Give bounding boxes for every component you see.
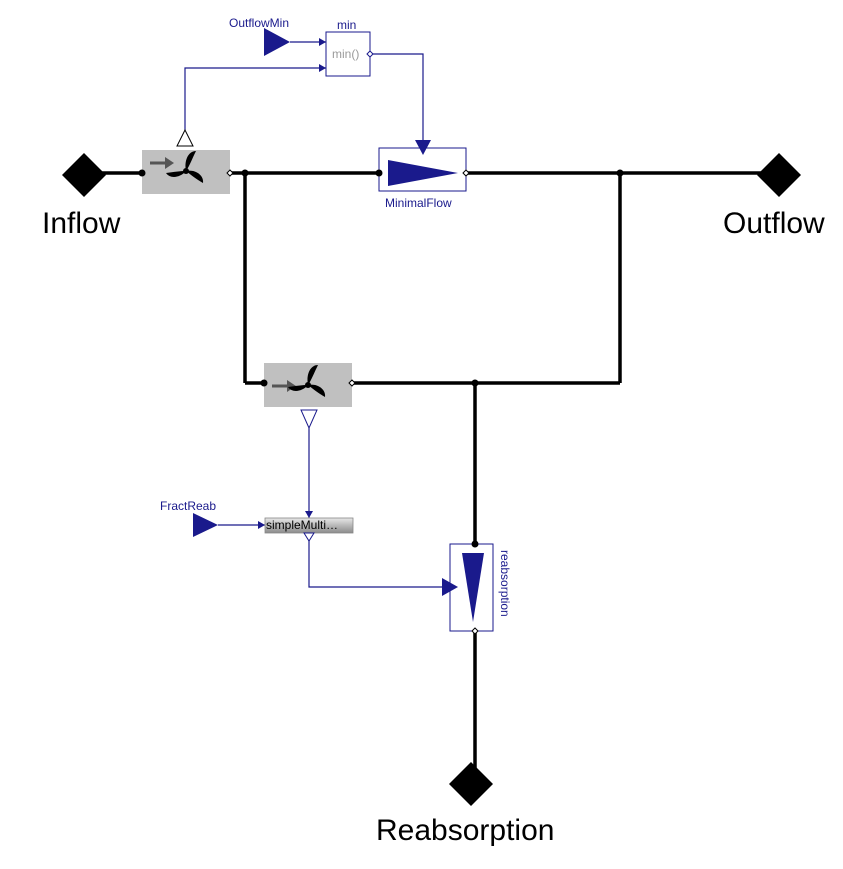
port-connector-icon xyxy=(462,169,470,177)
reabsorption-port-label: Reabsorption xyxy=(376,814,555,847)
min-block[interactable] xyxy=(325,31,374,77)
fractreab-input[interactable] xyxy=(193,513,218,537)
junction-dot xyxy=(138,169,146,177)
flow-triangle-icon xyxy=(462,553,484,622)
signal-arrows xyxy=(258,38,326,529)
min-func-label: min() xyxy=(332,47,360,61)
signal-multiply-to-reabsorption xyxy=(308,535,442,588)
junction-dot xyxy=(241,169,249,177)
arrow-head-icon xyxy=(319,64,326,72)
diamond-port-icon xyxy=(449,762,493,806)
outflowmin-label: OutflowMin xyxy=(229,16,290,30)
flow-wires xyxy=(100,171,772,770)
input-triangle-icon xyxy=(264,28,290,56)
input-triangle-icon xyxy=(415,140,431,155)
output-triangle-icon xyxy=(303,532,315,542)
port-connector-icon xyxy=(471,627,479,635)
pump-block-top[interactable] xyxy=(138,128,234,194)
diamond-port-icon xyxy=(757,153,801,197)
diamond-port-icon xyxy=(62,153,106,197)
min-title-label: min xyxy=(337,18,357,32)
reabsorption-block[interactable] xyxy=(442,540,494,635)
port-connector-icon xyxy=(226,169,234,177)
input-triangle-icon xyxy=(193,513,218,537)
outflowmin-input[interactable] xyxy=(264,28,290,56)
arrow-head-icon xyxy=(258,521,265,529)
arrow-head-icon xyxy=(305,511,313,518)
signal-wires xyxy=(184,41,442,588)
arrow-head-icon xyxy=(319,38,326,46)
reabsorption-block-label: reabsorption xyxy=(498,550,512,617)
outflow-label: Outflow xyxy=(723,207,825,240)
fractreab-label: FractReab xyxy=(160,499,217,513)
input-triangle-icon xyxy=(442,578,458,596)
output-triangle-icon xyxy=(176,128,194,147)
junction-dot xyxy=(375,169,383,177)
output-triangle-icon xyxy=(300,409,318,430)
reabsorption-port[interactable] xyxy=(449,762,493,806)
port-connector-icon xyxy=(366,50,374,58)
flow-triangle-icon xyxy=(388,160,458,186)
junction-dot xyxy=(471,540,479,548)
simple-multiply-block[interactable] xyxy=(264,517,354,542)
pump-icon xyxy=(150,151,204,183)
port-connector-icon xyxy=(348,379,356,387)
junction-dot xyxy=(616,169,624,177)
signal-pump1-to-min xyxy=(184,67,326,130)
minimalflow-label: MinimalFlow xyxy=(385,196,452,210)
signal-min-to-minimalflow xyxy=(370,53,424,140)
inflow-label: Inflow xyxy=(42,207,121,240)
pump-block-bottom[interactable] xyxy=(260,363,356,430)
min-block-body xyxy=(325,31,371,77)
outflow-port[interactable] xyxy=(757,153,801,197)
simple-multiply-label: simpleMulti… xyxy=(266,518,339,532)
inflow-port[interactable] xyxy=(62,153,106,197)
minimalflow-block[interactable] xyxy=(375,140,470,192)
junction-dot xyxy=(260,379,268,387)
junction-dots xyxy=(241,169,624,387)
junction-dot xyxy=(471,379,479,387)
pump-icon xyxy=(272,365,326,397)
